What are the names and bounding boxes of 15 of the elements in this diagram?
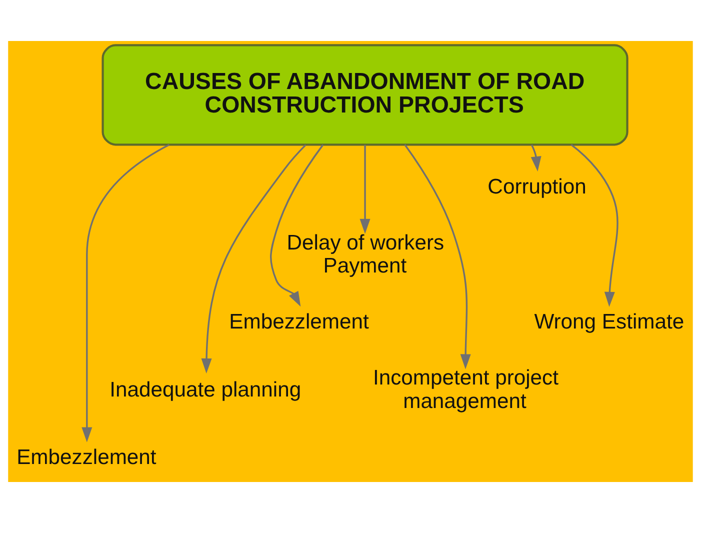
node-text: Wrong Estimate (534, 310, 684, 334)
node-box: CAUSES OF ABANDONMENT OF ROAD CONSTRUCTION PROJECTS (102, 44, 628, 146)
arrow (404, 144, 471, 370)
node-text: Corruption (488, 175, 586, 198)
node-text: Embezzlement (229, 310, 369, 334)
arrow (201, 144, 306, 374)
node-text: Delay of workers Payment (286, 231, 444, 278)
node-text: Inadequate planning (110, 378, 302, 402)
arrow (360, 144, 370, 234)
node-text: Incompetent project management (372, 366, 558, 413)
arrow (270, 144, 324, 307)
arrow (530, 144, 542, 172)
node-text: Embezzlement (16, 446, 156, 469)
arrow (82, 144, 170, 442)
arrow (570, 144, 618, 307)
